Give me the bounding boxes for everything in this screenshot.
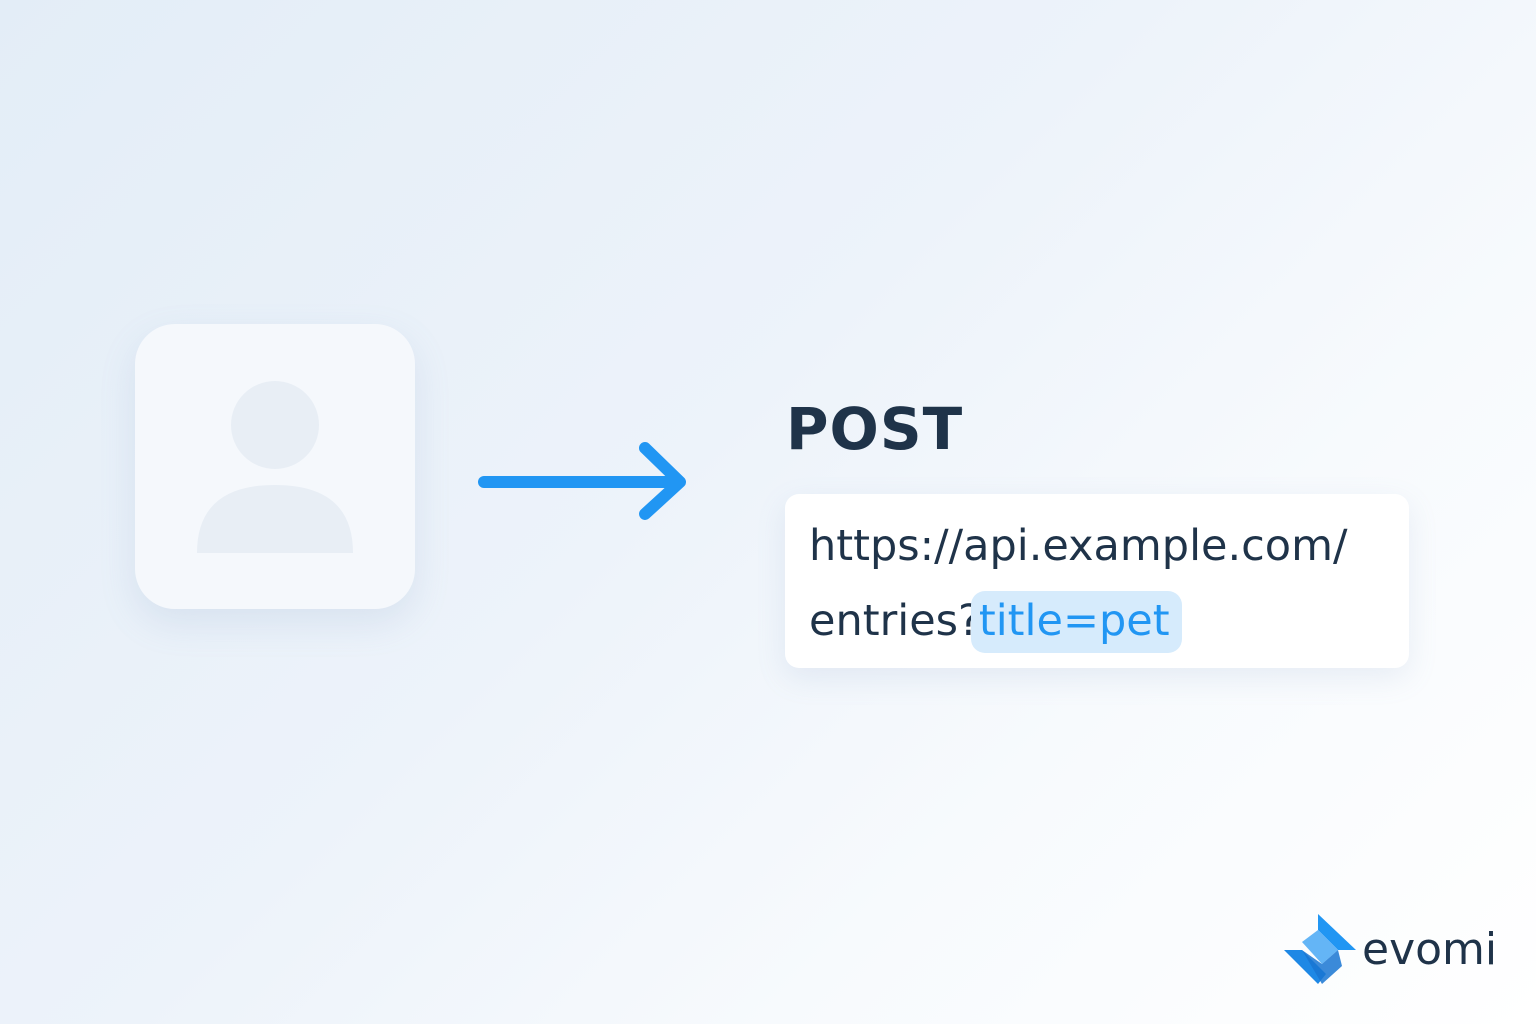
user-card: [135, 324, 415, 609]
http-method-label: POST: [786, 395, 964, 463]
brand-name: evomi: [1362, 924, 1498, 975]
url-line-1: https://api.example.com/: [809, 521, 1348, 571]
url-query-param: title=pet: [970, 591, 1182, 653]
arrow-right-icon: [478, 442, 686, 520]
url-path: entries?: [809, 596, 981, 646]
user-avatar-icon: [197, 381, 353, 553]
evomi-logo-icon: [1284, 914, 1356, 984]
url-line-2: entries?title=pet: [809, 591, 1182, 653]
url-card: https://api.example.com/ entries?title=p…: [785, 494, 1409, 668]
